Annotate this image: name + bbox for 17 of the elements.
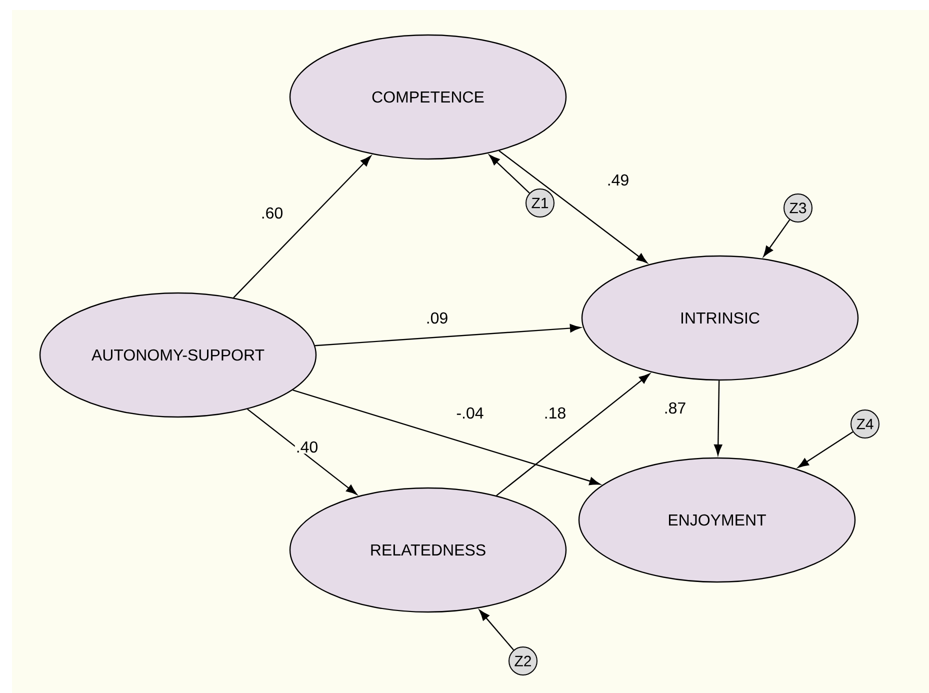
arrow	[233, 156, 372, 298]
edge-label: -.04	[455, 406, 485, 420]
ellipse-node: AUTONOMY-SUPPORT	[39, 292, 317, 418]
ellipse-node: ENJOYMENT	[578, 457, 856, 583]
arrow	[763, 219, 790, 257]
arrow	[489, 154, 530, 194]
arrow	[714, 380, 722, 456]
arrow	[292, 390, 600, 486]
arrow	[479, 610, 514, 650]
ellipse-node: COMPETENCE	[289, 34, 567, 160]
ellipse-node: INTRINSIC	[581, 255, 859, 381]
arrow	[498, 150, 648, 264]
arrow	[315, 324, 581, 346]
ellipse-node: RELATEDNESS	[289, 487, 567, 613]
arrow	[496, 373, 650, 496]
arrow	[247, 408, 358, 495]
arrow	[798, 431, 854, 468]
